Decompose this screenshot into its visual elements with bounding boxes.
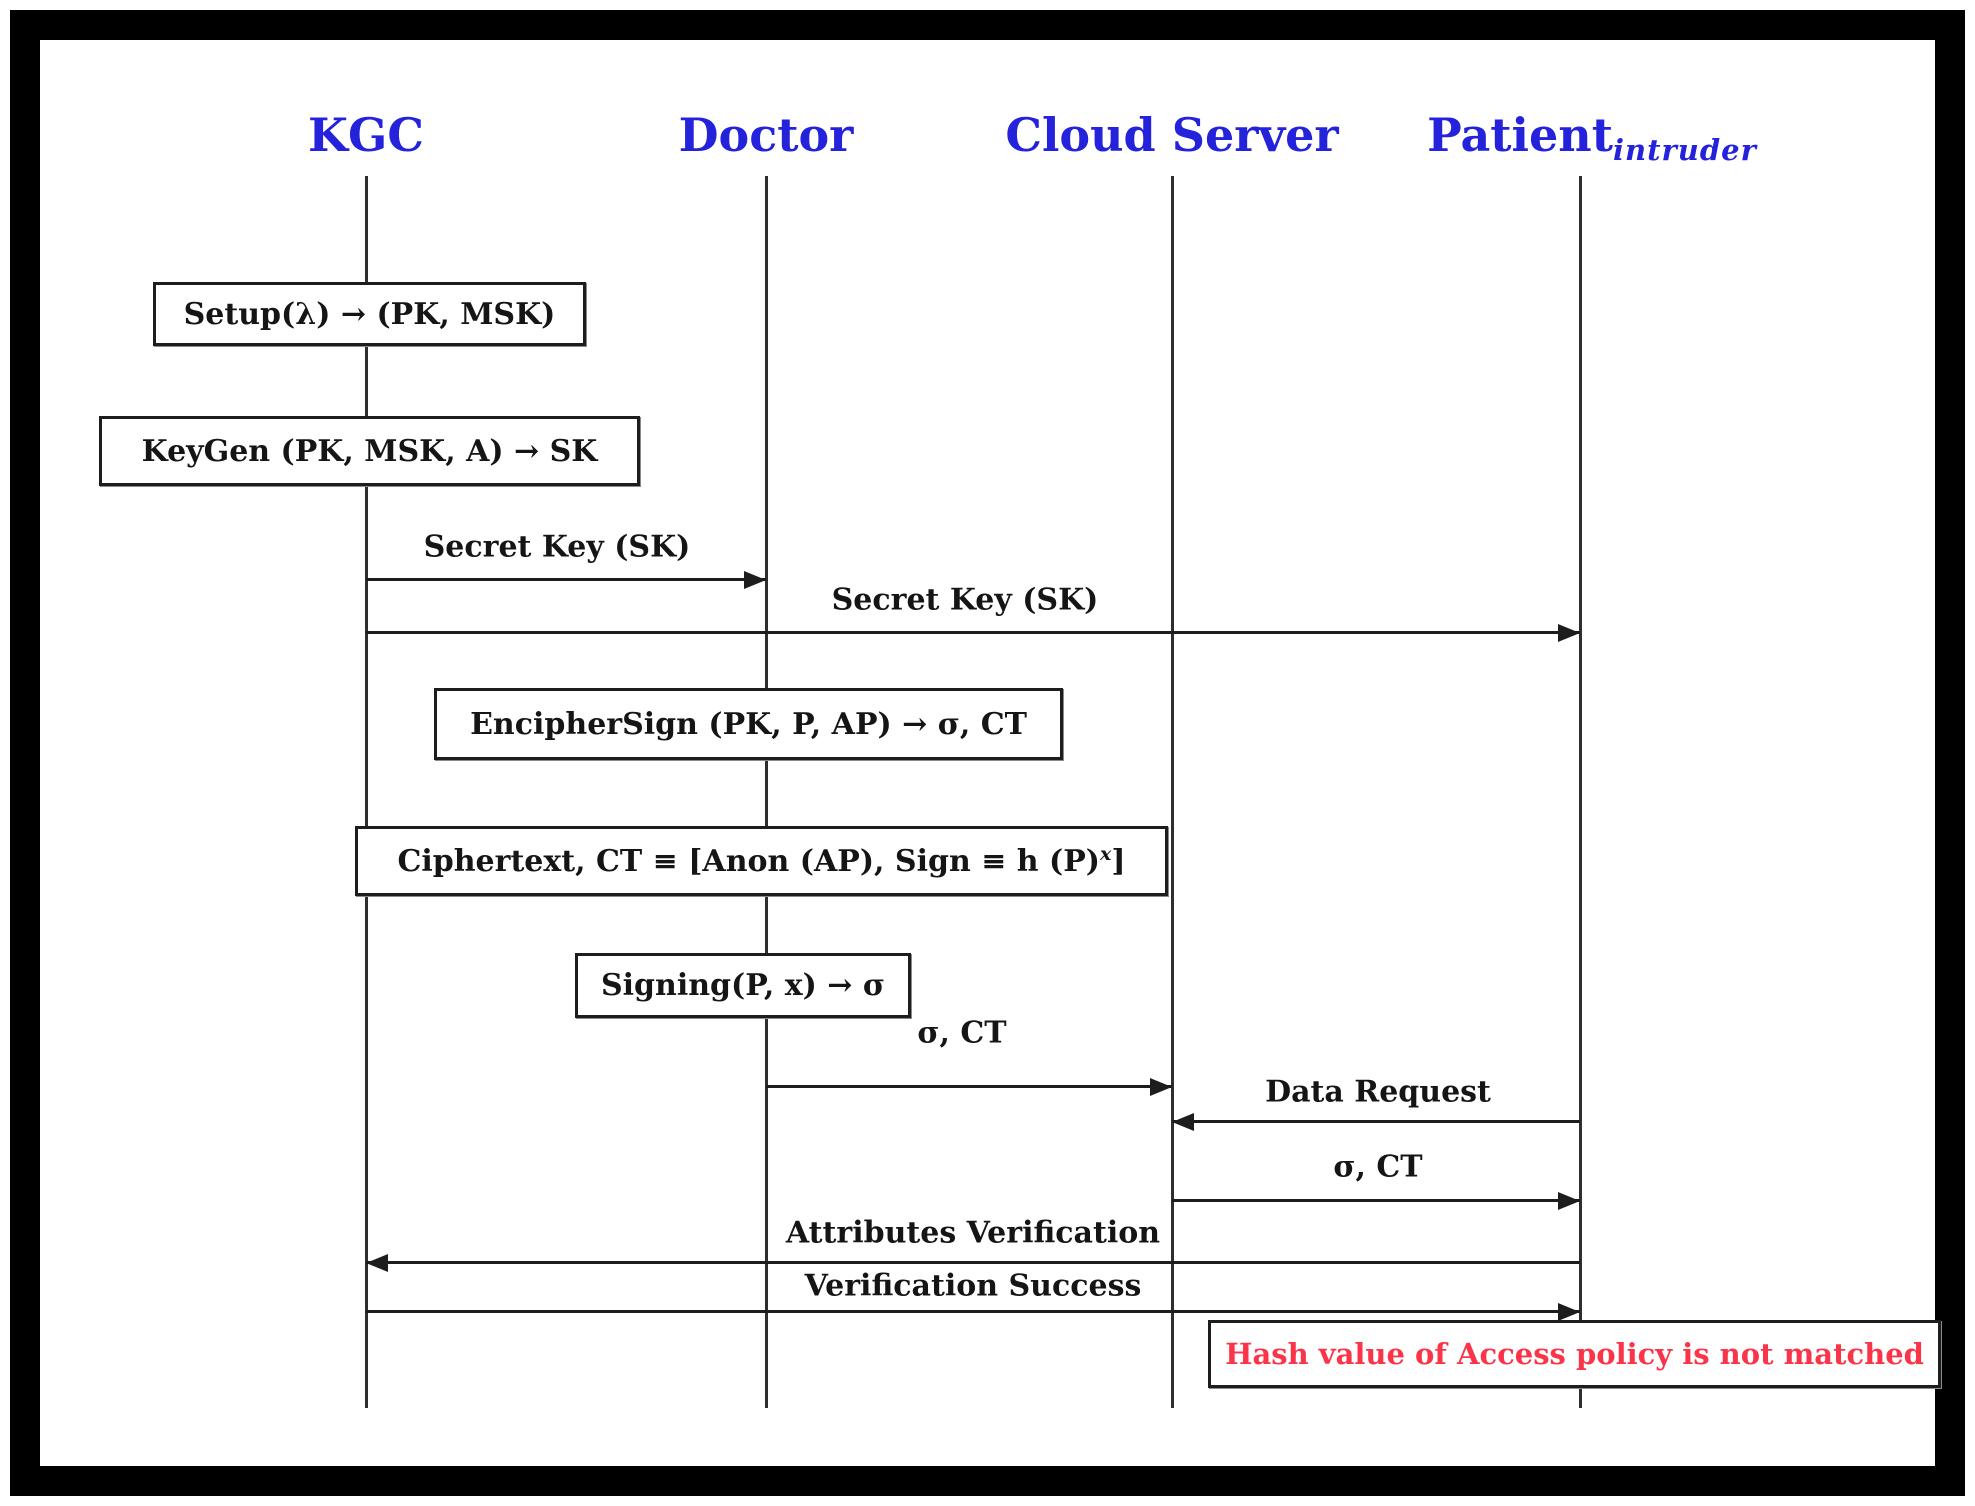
message-line-secret-key-to-patient: [366, 631, 1580, 634]
message-label-sigma-ct-to-patient: σ, CT: [1333, 1149, 1423, 1185]
arrowhead-right-icon: [1558, 1192, 1580, 1210]
message-line-attributes-verification: [366, 1261, 1580, 1264]
arrowhead-right-icon: [1150, 1078, 1172, 1096]
message-label-secret-key-to-doctor: Secret Key (SK): [423, 529, 691, 565]
message-line-sigma-ct-to-cloud: [766, 1085, 1172, 1088]
actor-label-doctor: Doctor: [678, 108, 854, 162]
message-line-data-request: [1172, 1120, 1580, 1123]
process-box-setup: Setup(λ) → (PK, MSK): [153, 282, 586, 346]
message-label-sigma-ct-to-cloud: σ, CT: [917, 1015, 1007, 1051]
message-label-secret-key-to-patient: Secret Key (SK): [831, 582, 1099, 618]
process-box-signing: Signing(P, x) → σ: [575, 953, 911, 1018]
lifeline-kgc: [365, 176, 368, 1408]
arrowhead-left-icon: [366, 1254, 388, 1272]
arrowhead-left-icon: [1172, 1113, 1194, 1131]
superscript-x: x: [1099, 843, 1112, 865]
message-label-attributes-verification: Attributes Verification: [785, 1215, 1161, 1251]
diagram-border-frame: [10, 10, 1965, 1496]
process-box-enciphersign: EncipherSign (PK, P, AP) → σ, CT: [434, 688, 1063, 760]
message-line-verification-success: [366, 1310, 1580, 1313]
process-box-keygen: KeyGen (PK, MSK, A) → SK: [99, 416, 640, 486]
arrowhead-right-icon: [1558, 624, 1580, 642]
lifeline-doctor: [765, 176, 768, 1408]
actor-label-cloud-server: Cloud Server: [1005, 108, 1339, 162]
actor-label-patient-intruder: Patientintruder: [1427, 108, 1757, 167]
message-label-verification-success: Verification Success: [804, 1268, 1142, 1304]
arrowhead-right-icon: [744, 571, 766, 589]
alert-box-hash-mismatch: Hash value of Access policy is not match…: [1208, 1320, 1941, 1388]
arrowhead-right-icon: [1558, 1303, 1580, 1321]
message-line-sigma-ct-to-patient: [1172, 1199, 1580, 1202]
lifeline-patient: [1579, 176, 1582, 1408]
message-line-secret-key-to-doctor: [366, 578, 766, 581]
actor-label-kgc: KGC: [308, 108, 424, 162]
process-box-ciphertext: Ciphertext, CT ≡ [Anon (AP), Sign ≡ h (P…: [355, 826, 1168, 896]
actor-subscript: intruder: [1612, 133, 1757, 167]
lifeline-cloud-server: [1171, 176, 1174, 1408]
message-label-data-request: Data Request: [1265, 1074, 1491, 1110]
